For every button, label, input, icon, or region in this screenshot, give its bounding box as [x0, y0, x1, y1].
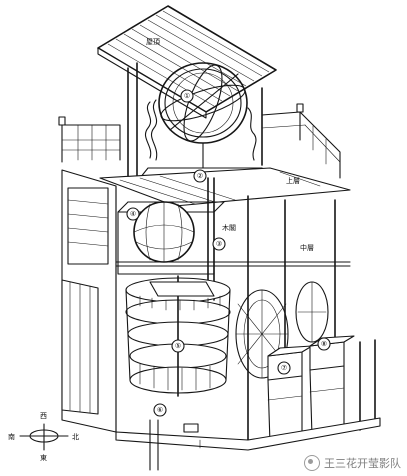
drum-figures — [139, 295, 221, 391]
part-number-2: ② — [197, 172, 203, 180]
compass-west: 西 — [40, 412, 47, 420]
compass-north: 北 — [72, 433, 79, 441]
part-number-7: ⑦ — [281, 364, 287, 372]
inner-chamber-label: 木閣 — [222, 223, 236, 232]
middle-deck-label: 中層 — [300, 243, 314, 252]
compass-east: 東 — [40, 453, 47, 462]
part-number-1: ① — [184, 92, 190, 100]
part-number-3: ③ — [216, 240, 222, 248]
part-number-5: ⑤ — [175, 342, 181, 350]
upper-deck: 上層 ② — [58, 103, 351, 207]
water-tanks: ⑦ ⑧ — [267, 335, 376, 445]
roof-label: 屋頂 — [146, 38, 160, 46]
compass-south: 南 — [8, 432, 15, 441]
tiered-wheel-stack: ⑤ — [125, 275, 231, 397]
part-number-8: ⑧ — [321, 340, 327, 348]
upper-deck-label: 上層 — [286, 176, 300, 185]
base-platform: ⑥ — [115, 403, 381, 471]
part-number-6: ⑥ — [157, 406, 163, 414]
left-facade — [61, 169, 117, 433]
part-number-4: ④ — [130, 210, 136, 218]
wechat-channel-icon — [304, 455, 320, 471]
roof-tiles — [107, 10, 270, 107]
water-wheel — [235, 281, 329, 379]
watermark: 王三花开莹影队 — [304, 454, 401, 472]
celestial-globe: ④ — [117, 201, 225, 275]
watermark-text: 王三花开莹影队 — [324, 457, 401, 470]
compass-rose: 西 南 北 東 — [8, 412, 79, 462]
